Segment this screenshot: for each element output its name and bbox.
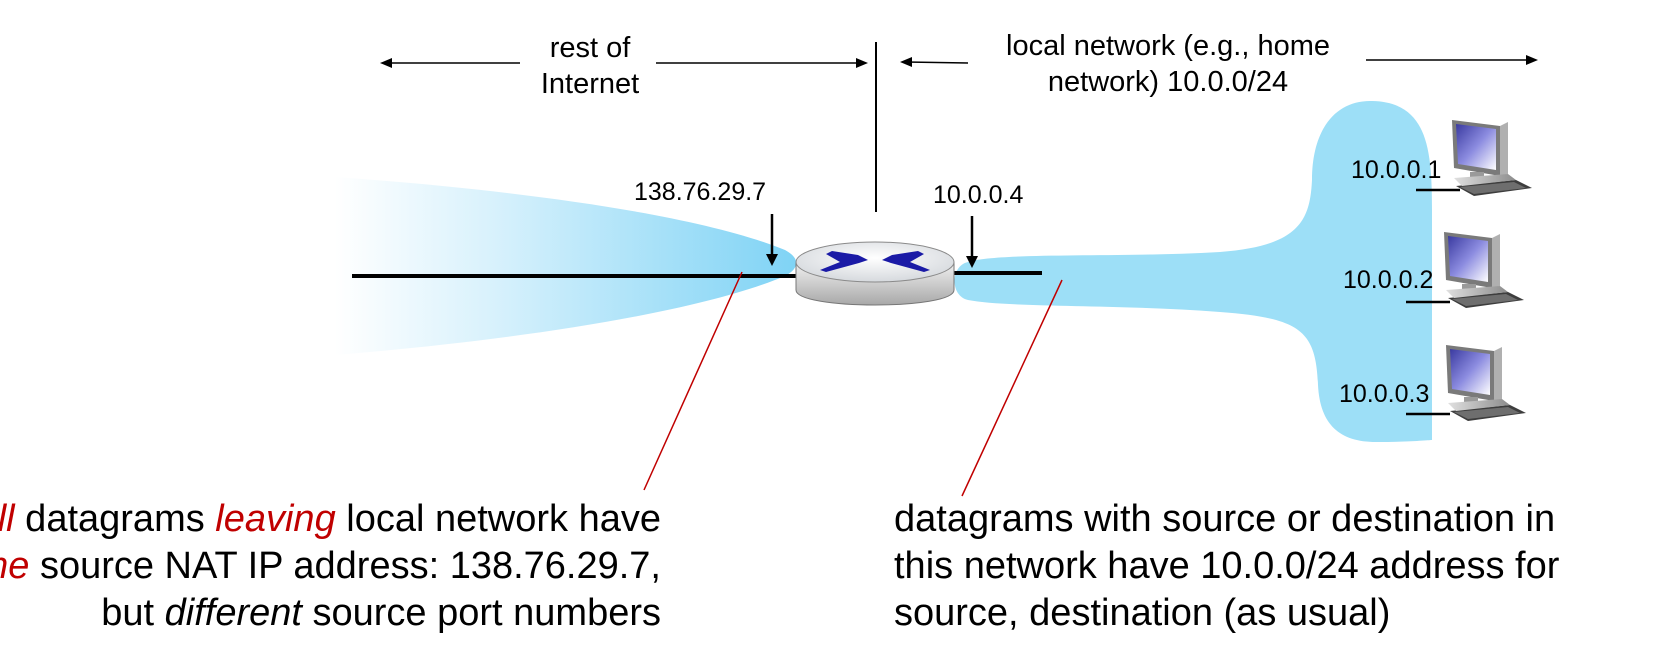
pointer-line-left xyxy=(643,271,743,491)
pointer-line-right xyxy=(961,279,1063,497)
caption-right-line2: this network have 10.0.0/24 address for xyxy=(894,545,1560,587)
host1-address: 10.0.0.1 xyxy=(1351,156,1442,184)
router-icon xyxy=(795,241,955,306)
desktop-computer-icon xyxy=(1452,120,1532,196)
caption-right-line1: datagrams with source or destination in xyxy=(894,498,1556,540)
desktop-computer-icon xyxy=(1446,345,1526,421)
local-network-label: local network (e.g., home network) 10.0.… xyxy=(1006,30,1330,98)
caption-left-line2: same source NAT IP address: 138.76.29.7, xyxy=(0,545,661,587)
rest-of-internet-label: rest of Internet xyxy=(540,32,640,100)
caption-left: all datagrams leaving local network have… xyxy=(0,496,661,637)
nat-private-address: 10.0.0.4 xyxy=(933,181,1024,209)
caption-right-line3: source, destination (as usual) xyxy=(894,592,1391,634)
local-network-cloud xyxy=(954,100,1432,442)
host2-address: 10.0.0.2 xyxy=(1343,266,1434,294)
caption-left-line1: all datagrams leaving local network have xyxy=(0,498,661,540)
internet-cloud xyxy=(335,177,797,355)
desktop-computer-icon xyxy=(1444,232,1524,308)
host3-address: 10.0.0.3 xyxy=(1339,380,1430,408)
nat-public-address: 138.76.29.7 xyxy=(634,178,767,206)
caption-left-line3: but different source port numbers xyxy=(101,592,661,634)
caption-right: datagrams with source or destination in … xyxy=(894,496,1559,637)
